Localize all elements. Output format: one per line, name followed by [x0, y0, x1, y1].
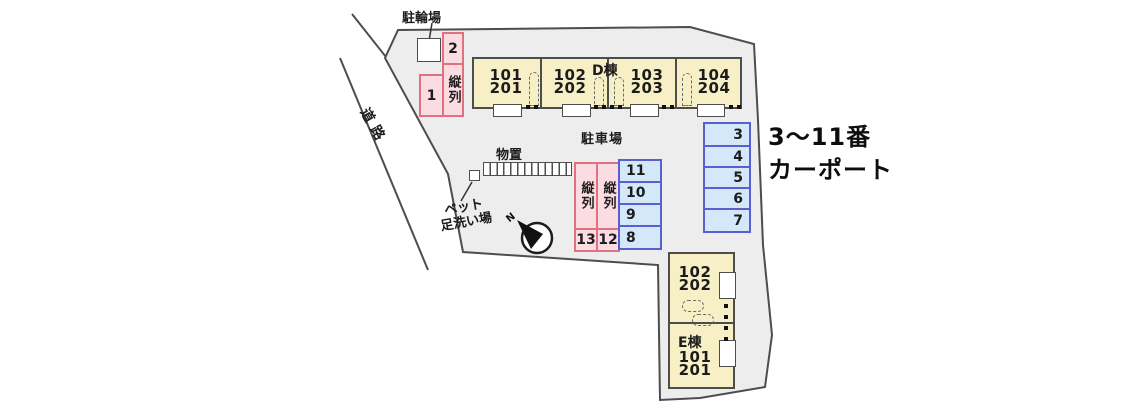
building-d-divider-1 — [540, 59, 542, 107]
building-e-unit-upper: 102 202 — [678, 263, 712, 294]
stair-path-icon — [692, 314, 714, 326]
parking-space-2-tandem: 2 縦列 — [442, 32, 464, 117]
marker-dot — [526, 105, 530, 109]
space-13-number: 13 — [576, 232, 596, 248]
tandem-label: 縦列 — [445, 75, 461, 105]
building-d-unit-1: 101 201 — [489, 66, 523, 97]
space-12-number: 12 — [598, 232, 618, 248]
boundary-tail-line — [351, 13, 387, 58]
marker-dot — [724, 304, 728, 308]
entrance-box — [493, 104, 522, 117]
marker-dot — [737, 105, 741, 109]
parking-space-12-tandem: 縦列 12 — [596, 162, 620, 252]
parking-space-4: 4 — [703, 145, 751, 168]
marker-dot — [534, 105, 538, 109]
parking-space-11: 11 — [618, 159, 662, 183]
marker-dot — [724, 315, 728, 319]
parking-space-3: 3 — [703, 122, 751, 147]
marker-dot — [618, 105, 622, 109]
marker-dot — [602, 105, 606, 109]
space-2-number: 2 — [448, 40, 458, 57]
marker-dot — [610, 105, 614, 109]
parking-space-7: 7 — [703, 208, 751, 233]
parking-space-13-tandem: 縦列 13 — [574, 162, 598, 252]
parking-space-5: 5 — [703, 166, 751, 189]
entrance-box — [719, 272, 736, 299]
building-d-divider-2 — [607, 59, 609, 107]
stair-path-icon — [682, 73, 692, 106]
parking-space-6: 6 — [703, 187, 751, 210]
building-d: D棟 101 201 102 202 103 203 104 204 — [472, 57, 742, 109]
road-line — [339, 57, 429, 271]
stair-path-icon — [529, 72, 539, 106]
marker-dot — [729, 105, 733, 109]
marker-dot — [594, 105, 598, 109]
building-e-name: E棟 — [678, 335, 702, 351]
parking-space-1: 1 — [419, 74, 444, 117]
entrance-box — [719, 340, 736, 367]
parking-lot-label: 駐車場 — [581, 132, 624, 147]
entrance-box — [630, 104, 659, 117]
pet-wash-pointer — [460, 181, 473, 202]
marker-dot — [724, 337, 728, 341]
marker-dot — [724, 326, 728, 330]
carport-caption-line1: 3～11番 — [768, 123, 872, 151]
building-d-unit-2: 102 202 — [553, 66, 587, 97]
building-d-divider-3 — [675, 59, 677, 107]
tandem-label: 縦列 — [578, 181, 594, 211]
stair-path-icon — [682, 300, 704, 312]
storage-label: 物置 — [496, 148, 523, 163]
building-d-name: D棟 — [592, 63, 618, 79]
parking-space-10: 10 — [618, 181, 662, 205]
building-e-unit-lower: 101 201 — [678, 348, 712, 379]
entrance-box — [697, 104, 725, 117]
building-e-divider — [670, 322, 733, 324]
storage-units-strip — [483, 162, 572, 176]
parking-space-9: 9 — [618, 203, 662, 227]
building-d-unit-4: 104 204 — [697, 66, 731, 97]
marker-dot — [662, 105, 666, 109]
stair-path-icon — [594, 77, 604, 106]
bicycle-parking-area — [417, 38, 441, 62]
space-1-number: 1 — [426, 87, 437, 104]
bicycle-parking-label: 駐輪場 — [402, 11, 442, 26]
pet-wash-area — [469, 170, 480, 181]
marker-dot — [670, 105, 674, 109]
stair-path-icon — [614, 77, 624, 106]
entrance-box — [562, 104, 591, 117]
carport-caption-line2: カーポート — [768, 156, 893, 184]
tandem-label: 縦列 — [600, 181, 616, 211]
building-d-unit-3: 103 203 — [630, 66, 664, 97]
parking-space-8: 8 — [618, 225, 662, 250]
